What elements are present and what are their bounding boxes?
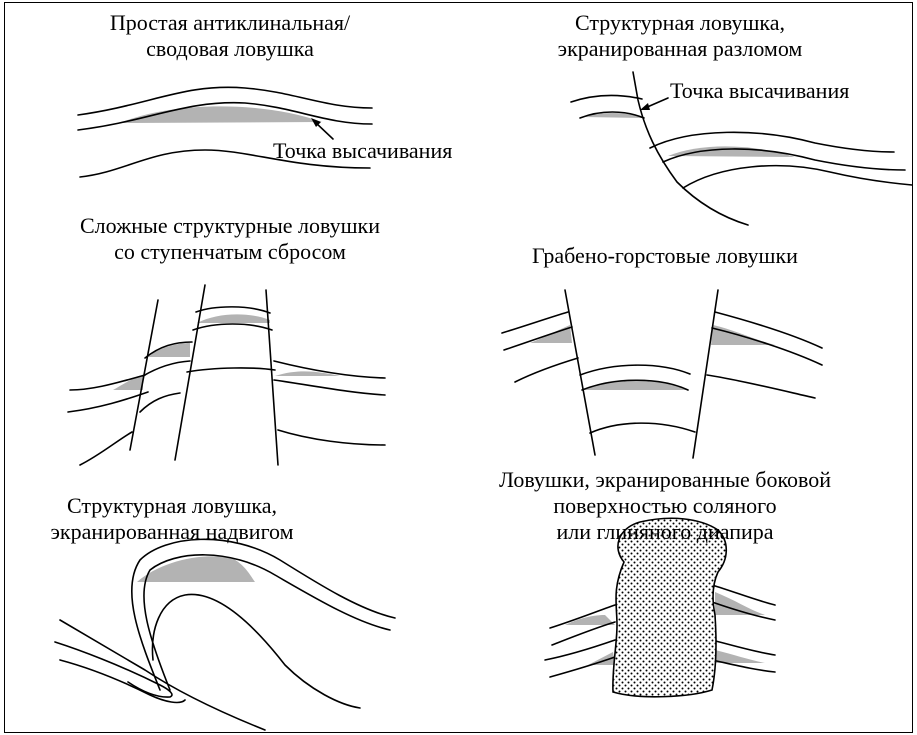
title-line: со ступенчатым сбросом bbox=[40, 239, 420, 265]
fault-line bbox=[693, 290, 718, 458]
trap-fill bbox=[120, 106, 322, 123]
layer-line bbox=[55, 642, 172, 697]
layer-line bbox=[193, 324, 272, 330]
layer-line bbox=[132, 539, 395, 690]
layer-line bbox=[80, 432, 132, 465]
title-line: или глиняного диапира bbox=[455, 519, 875, 545]
layer-line bbox=[707, 375, 815, 398]
title-line: экранированная надвигом bbox=[12, 519, 332, 545]
panel-title-anticline: Простая антиклинальная/ сводовая ловушка bbox=[40, 10, 420, 62]
layer-line bbox=[152, 594, 360, 708]
layer-line bbox=[140, 393, 180, 412]
panel-title-thrust: Структурная ловушка, экранированная надв… bbox=[12, 493, 332, 545]
title-line: сводовая ловушка bbox=[40, 36, 420, 62]
layer-line bbox=[571, 96, 642, 102]
layer-line bbox=[68, 392, 148, 412]
layer-line bbox=[590, 423, 695, 433]
title-line: Структурная ловушка, bbox=[12, 493, 332, 519]
trap-fill bbox=[711, 325, 775, 345]
layer-line bbox=[187, 368, 275, 372]
layer-line bbox=[502, 312, 568, 333]
layer-line bbox=[663, 149, 905, 170]
layer-line bbox=[278, 430, 385, 445]
panel-title-fault: Структурная ловушка, экранированная разл… bbox=[515, 10, 845, 62]
layer-line bbox=[552, 622, 615, 645]
panel-title-step-fault: Сложные структурные ловушки со ступенчат… bbox=[40, 213, 420, 265]
layer-line bbox=[196, 307, 270, 313]
spill-point-label: Точка высачивания bbox=[670, 78, 849, 104]
arrow-head bbox=[640, 103, 650, 110]
layer-line bbox=[143, 361, 190, 376]
salt-diapir-body bbox=[613, 518, 726, 696]
fault-line bbox=[565, 290, 595, 455]
title-line: Ловушки, экранированные боковой bbox=[455, 467, 875, 493]
title-line: Структурная ловушка, bbox=[515, 10, 845, 36]
layer-line bbox=[274, 380, 385, 395]
spill-point-label: Точка высачивания bbox=[273, 138, 452, 164]
title-line: Простая антиклинальная/ bbox=[40, 10, 420, 36]
thrust-trap-sketch bbox=[55, 539, 395, 730]
title-line: Грабено-горстовые ловушки bbox=[495, 243, 835, 269]
layer-line bbox=[515, 358, 578, 382]
panel-title-graben: Грабено-горстовые ловушки bbox=[495, 243, 835, 269]
trap-fill bbox=[137, 556, 255, 582]
thrust-fault-line bbox=[60, 620, 265, 730]
graben-horst-trap-sketch bbox=[502, 290, 822, 458]
panel-title-diapir: Ловушки, экранированные боковой поверхно… bbox=[455, 467, 875, 545]
diapir-trap-sketch bbox=[545, 518, 775, 696]
title-line: Сложные структурные ловушки bbox=[40, 213, 420, 239]
step-fault-trap-sketch bbox=[68, 285, 385, 465]
layer-line bbox=[550, 657, 615, 677]
trap-fill bbox=[197, 314, 270, 323]
title-line: экранированная разломом bbox=[515, 36, 845, 62]
layer-line bbox=[580, 365, 690, 375]
fault-line bbox=[266, 290, 278, 465]
layer-line bbox=[650, 132, 894, 152]
title-line: поверхностью соляного bbox=[455, 493, 875, 519]
